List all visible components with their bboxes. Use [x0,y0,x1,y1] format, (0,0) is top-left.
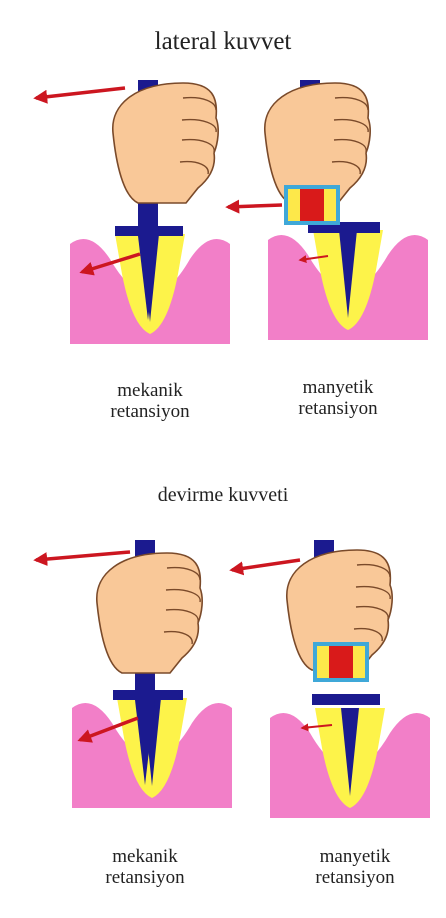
panel-magnetic-lateral [228,80,428,340]
panel-mechanical-lateral [36,80,230,344]
force-arrow [36,88,125,98]
force-arrow [36,552,130,560]
hand-icon [97,553,202,673]
abutment-cap [312,694,380,705]
hand-icon [113,83,218,203]
magnet-keeper [313,642,369,682]
force-arrow [232,560,300,570]
gum-and-tooth [270,708,430,818]
panel-magnetic-tipping [232,540,430,818]
panel-mechanical-tipping [36,540,232,808]
magnet-keeper [284,185,340,225]
gum-and-tooth [268,230,428,340]
force-arrow [228,205,282,207]
